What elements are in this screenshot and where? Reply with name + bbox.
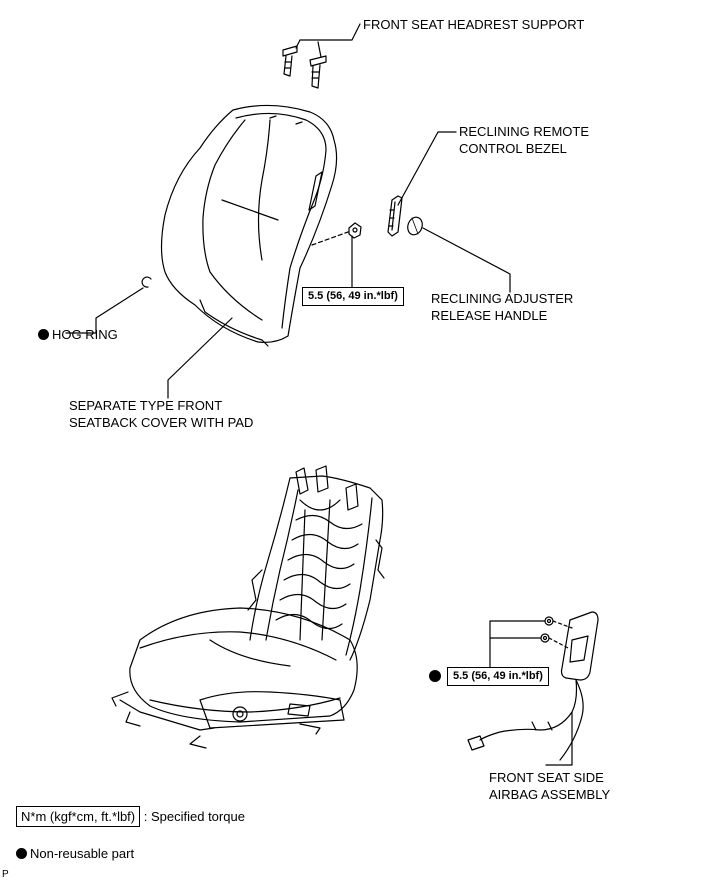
bezel-illustration bbox=[387, 131, 457, 237]
non-reusable-dot-icon bbox=[16, 848, 27, 859]
hog-ring-illustration bbox=[141, 276, 152, 288]
legend-non-reusable: Non-reusable part bbox=[16, 845, 134, 862]
non-reusable-dot-icon bbox=[38, 329, 49, 340]
label-headrest-support: FRONT SEAT HEADREST SUPPORT bbox=[363, 17, 585, 32]
label-hog-ring: HOG RING bbox=[38, 326, 118, 343]
corner-mark: P bbox=[2, 869, 9, 880]
release-handle-illustration bbox=[407, 216, 423, 236]
seat-frame-illustration bbox=[111, 465, 385, 749]
nut-illustration bbox=[348, 222, 362, 239]
label-cover-line2: SEATBACK COVER WITH PAD bbox=[69, 415, 254, 430]
side-airbag-illustration bbox=[467, 611, 599, 761]
headrest-support-illustration bbox=[282, 23, 361, 89]
hog-ring-text: HOG RING bbox=[52, 327, 118, 342]
label-bezel-line1: RECLINING REMOTE bbox=[459, 124, 590, 139]
legend-non-reusable-text: Non-reusable part bbox=[30, 846, 135, 861]
legend-unit-text: : Specified torque bbox=[143, 809, 245, 824]
non-reusable-dot-icon bbox=[429, 670, 441, 682]
label-cover-line1: SEPARATE TYPE FRONT bbox=[69, 398, 223, 413]
seatback-cover-illustration bbox=[160, 104, 338, 347]
label-handle-line1: RECLINING ADJUSTER bbox=[431, 291, 574, 306]
label-handle-line2: RELEASE HANDLE bbox=[431, 308, 548, 323]
label-airbag-line1: FRONT SEAT SIDE bbox=[489, 770, 604, 785]
label-airbag-line2: AIRBAG ASSEMBLY bbox=[489, 787, 611, 802]
label-bezel-line2: CONTROL BEZEL bbox=[459, 141, 567, 156]
legend-torque: N*m (kgf*cm, ft.*lbf) : Specified torque bbox=[16, 806, 245, 827]
torque-box-upper: 5.5 (56, 49 in.*lbf) bbox=[302, 287, 404, 306]
torque-box-lower: 5.5 (56, 49 in.*lbf) bbox=[447, 667, 549, 686]
legend-unit-box: N*m (kgf*cm, ft.*lbf) bbox=[16, 806, 141, 827]
